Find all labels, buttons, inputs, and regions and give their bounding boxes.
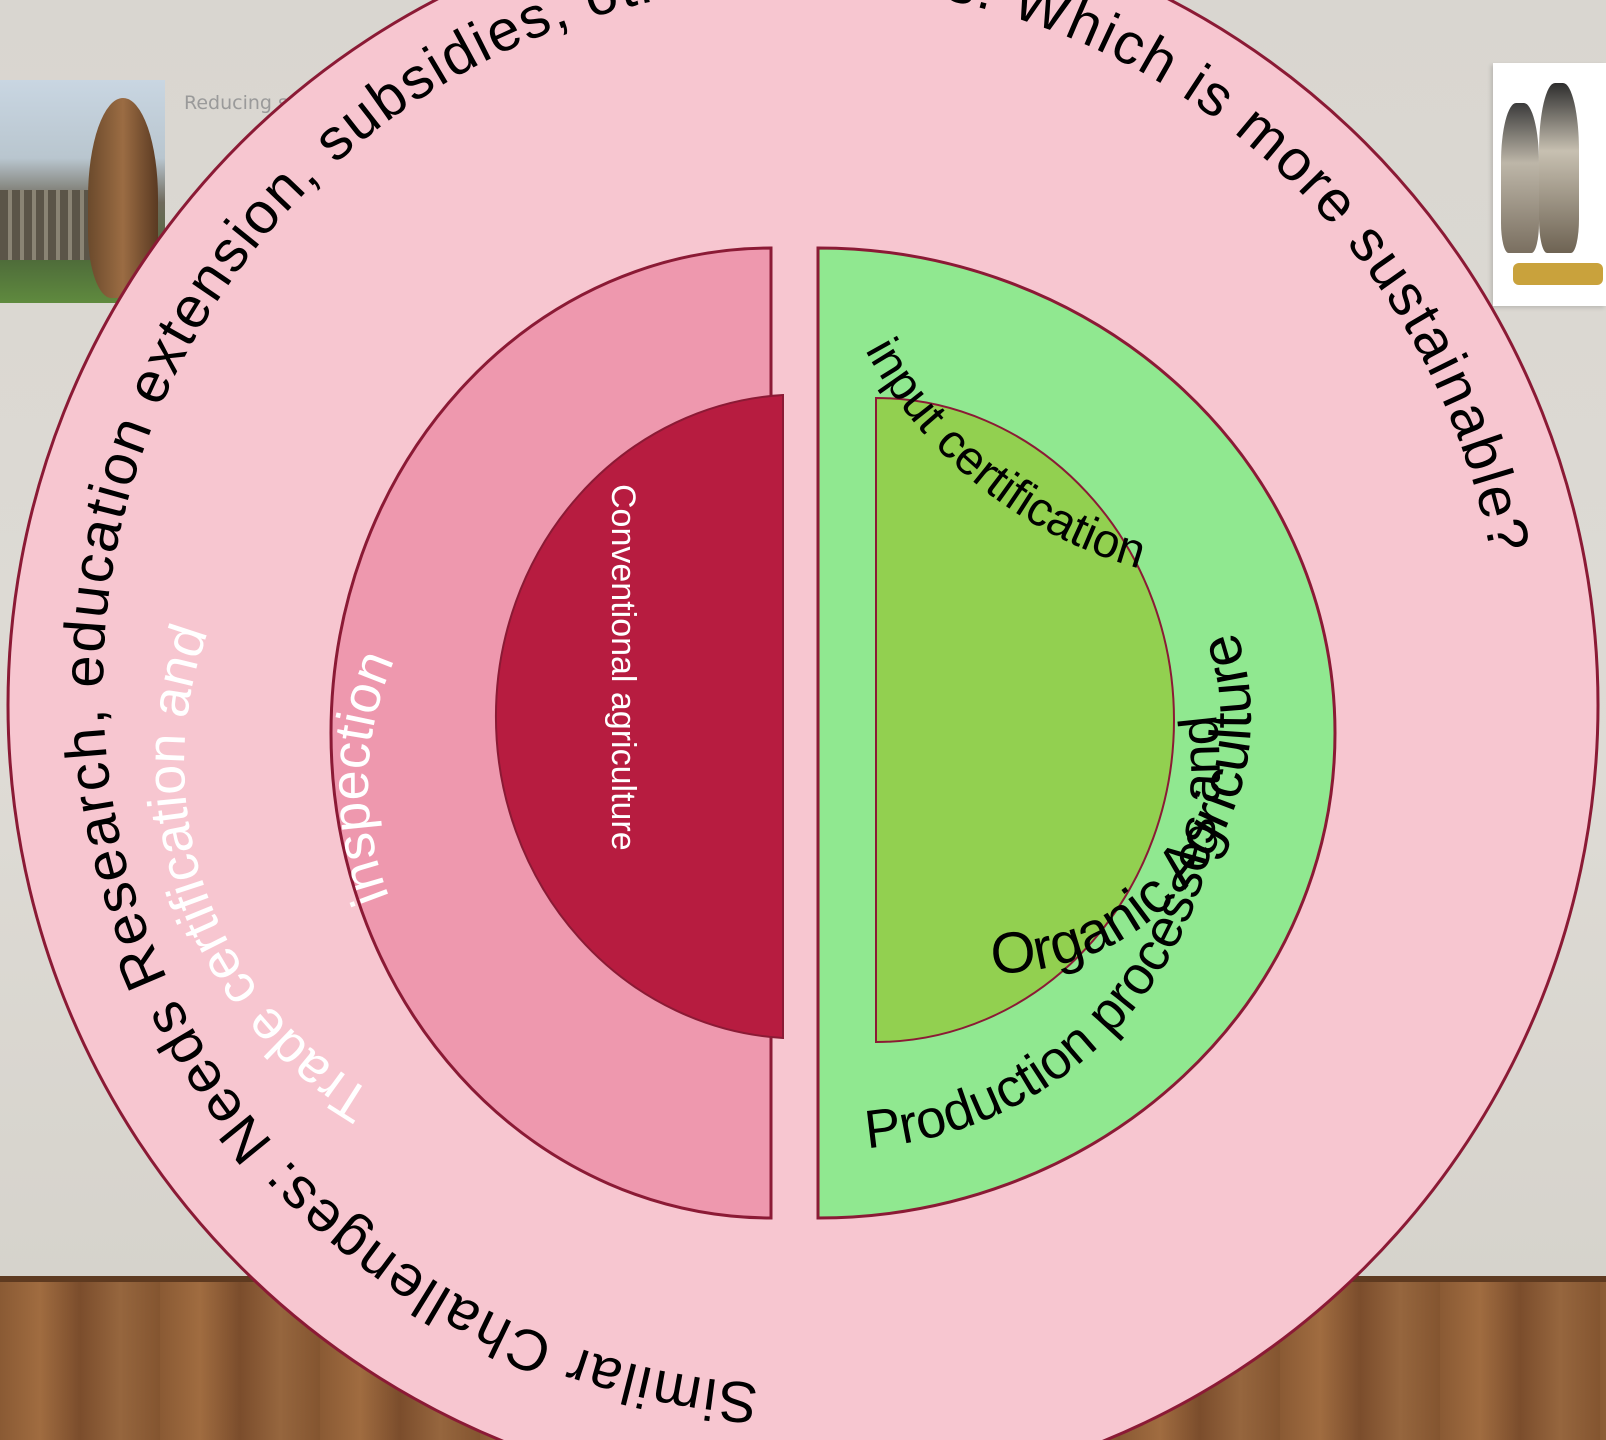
campus-sculpture-photo	[0, 80, 165, 303]
crane-left-icon	[1501, 103, 1539, 253]
crest-banner	[1513, 263, 1603, 285]
university-crest	[1493, 63, 1606, 306]
conventional-inner-half	[494, 393, 784, 1040]
crane-right-icon	[1539, 83, 1579, 253]
organic-inner-half	[875, 396, 1175, 1044]
outer-ring	[6, 0, 1600, 1440]
building-shape	[0, 190, 100, 260]
conventional-agriculture-label: Conventional agriculture	[604, 484, 642, 851]
